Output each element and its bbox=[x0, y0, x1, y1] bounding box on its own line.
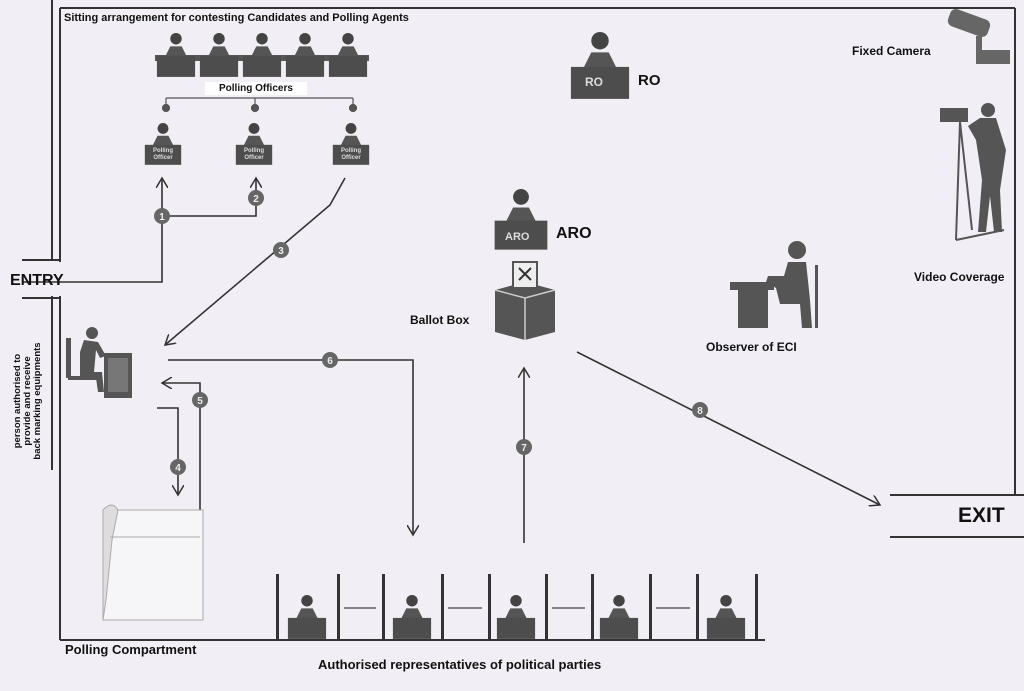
polling-compartment-icon bbox=[102, 504, 204, 621]
representative-desk-icon bbox=[496, 595, 536, 639]
step-8-marker: 8 bbox=[692, 402, 708, 418]
entry-label: ENTRY bbox=[10, 272, 64, 289]
ballot-box-icon bbox=[494, 261, 556, 340]
ro-desk-text: RO bbox=[585, 75, 603, 89]
step-number: 8 bbox=[697, 406, 703, 417]
step-4-marker: 4 bbox=[170, 459, 186, 475]
representatives-label: Authorised representatives of political … bbox=[318, 657, 602, 672]
step-5-marker: 5 bbox=[192, 392, 208, 408]
candidate-agent-desks bbox=[155, 33, 369, 77]
fixed-camera-icon bbox=[947, 9, 1010, 64]
candidate-desk-icon bbox=[285, 33, 325, 77]
representative-desk-icon bbox=[287, 595, 327, 639]
polling-officer-desk-text: Polling Officer bbox=[244, 148, 264, 161]
step-number: 5 bbox=[197, 396, 203, 407]
representative-desk-icon bbox=[706, 595, 746, 639]
step-number: 6 bbox=[327, 356, 333, 367]
representative-desk-icon bbox=[392, 595, 432, 639]
polling-officer-desk-text: Polling Officer bbox=[341, 148, 361, 161]
ro-label: RO bbox=[638, 72, 661, 89]
observer-icon bbox=[730, 241, 818, 328]
step-7-marker: 7 bbox=[516, 439, 532, 455]
polling-officers-label: Polling Officers bbox=[205, 82, 307, 95]
polling-officers-bracket bbox=[161, 97, 358, 113]
diagram-title: Sitting arrangement for contesting Candi… bbox=[64, 12, 409, 24]
candidate-desk-icon bbox=[242, 33, 282, 77]
marking-equipment-side-label: person authorised to provide and receive… bbox=[12, 331, 43, 471]
observer-label: Observer of ECI bbox=[706, 340, 797, 354]
aro-desk-text: ARO bbox=[505, 231, 530, 243]
flow-arrows bbox=[22, 178, 880, 543]
step-number: 7 bbox=[521, 443, 527, 454]
video-camera-operator-icon bbox=[940, 103, 1006, 241]
step-number: 3 bbox=[278, 246, 284, 257]
step-6-marker: 6 bbox=[322, 352, 338, 368]
fixed-camera-label: Fixed Camera bbox=[852, 44, 931, 58]
step-2-marker: 2 bbox=[248, 190, 264, 206]
step-3-marker: 3 bbox=[273, 242, 289, 258]
step-number: 2 bbox=[253, 194, 259, 205]
ballot-box-label: Ballot Box bbox=[410, 313, 470, 327]
representative-desk-icon bbox=[599, 595, 639, 639]
step-markers: 1 2 3 4 5 6 7 8 bbox=[154, 190, 708, 475]
side-label-line: back marking equipments bbox=[32, 342, 43, 460]
room-walls bbox=[22, 0, 1024, 641]
marking-equipment-person-icon bbox=[66, 327, 132, 398]
candidate-desk-icon bbox=[328, 33, 368, 77]
video-coverage-label: Video Coverage bbox=[914, 270, 1005, 284]
step-number: 4 bbox=[175, 463, 181, 474]
polling-officer-desk-text: Polling Officer bbox=[153, 148, 173, 161]
step-1-marker: 1 bbox=[154, 208, 170, 224]
candidate-desk-icon bbox=[199, 33, 239, 77]
representatives-row bbox=[276, 574, 758, 640]
exit-label: EXIT bbox=[958, 504, 1005, 527]
aro-label: ARO bbox=[556, 225, 592, 242]
candidate-desk-icon bbox=[156, 33, 196, 77]
step-number: 1 bbox=[159, 212, 165, 223]
polling-compartment-label: Polling Compartment bbox=[65, 642, 197, 657]
